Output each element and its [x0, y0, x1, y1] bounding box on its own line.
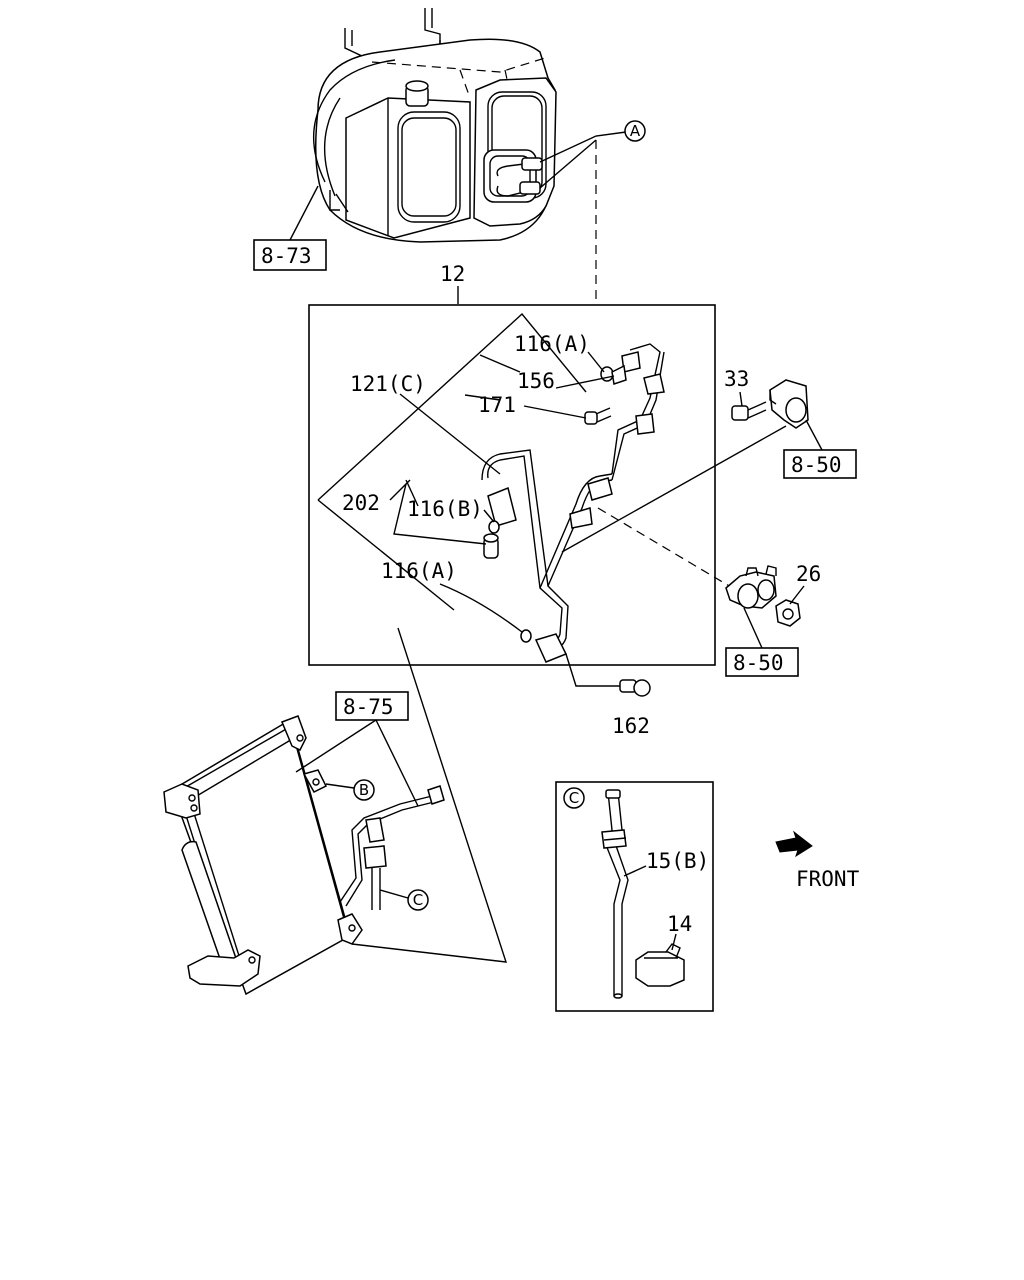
pipe-assembly — [481, 343, 665, 663]
callout-8-73-label: 8-73 — [261, 244, 312, 268]
marker-c-condenser: C — [407, 889, 429, 911]
bolt-162 — [619, 679, 651, 697]
callout-116a-bottom: 116(A) — [381, 559, 457, 583]
clamp-upper — [769, 379, 809, 429]
callout-8-75: 8-75 — [335, 691, 409, 721]
front-label: FRONT — [796, 867, 860, 891]
clip-14 — [635, 943, 685, 987]
marker-b-label: B — [359, 781, 369, 799]
o-ring-116a-bottom — [520, 629, 532, 643]
callout-8-75-label: 8-75 — [343, 695, 394, 719]
hose-15b — [601, 789, 629, 999]
leader-a-upper — [539, 131, 627, 163]
bolt-33 — [731, 401, 767, 421]
marker-a-label: A — [630, 122, 641, 140]
callout-8-50-top: 8-50 — [783, 449, 857, 479]
callout-8-50-bottom: 8-50 — [725, 647, 799, 677]
detail-box-c — [555, 781, 714, 1012]
marker-c-detail: C — [563, 787, 585, 809]
callout-202: 202 — [342, 491, 380, 515]
callout-26: 26 — [796, 562, 821, 586]
callout-156: 156 — [517, 369, 555, 393]
callout-171: 171 — [478, 393, 516, 417]
callout-12: 12 — [440, 262, 465, 286]
fitting-202 — [483, 533, 499, 559]
condenser — [163, 715, 445, 996]
marker-c-detail-label: C — [569, 789, 579, 807]
callout-14: 14 — [667, 912, 692, 936]
o-ring-156 — [611, 364, 627, 385]
front-direction-arrow-icon — [775, 830, 813, 858]
o-ring-116b — [488, 520, 500, 534]
callout-8-50-top-label: 8-50 — [791, 453, 842, 477]
marker-c-condenser-label: C — [413, 891, 423, 909]
detail-box-12 — [308, 304, 716, 666]
callout-162: 162 — [612, 714, 650, 738]
clamp-lower — [725, 565, 777, 609]
callout-8-73: 8-73 — [253, 239, 327, 271]
callout-8-50-bottom-label: 8-50 — [733, 651, 784, 675]
evaporator-unit — [312, 8, 557, 243]
callout-33: 33 — [724, 367, 749, 391]
callout-116a-top: 116(A) — [514, 332, 590, 356]
callout-121c: 121(C) — [350, 372, 426, 396]
leader-8-73 — [289, 185, 319, 241]
nut-26 — [775, 599, 801, 627]
marker-b: B — [353, 779, 375, 801]
marker-a: A — [624, 120, 646, 142]
callout-15b: 15(B) — [646, 849, 709, 873]
callout-116b: 116(B) — [407, 497, 483, 521]
